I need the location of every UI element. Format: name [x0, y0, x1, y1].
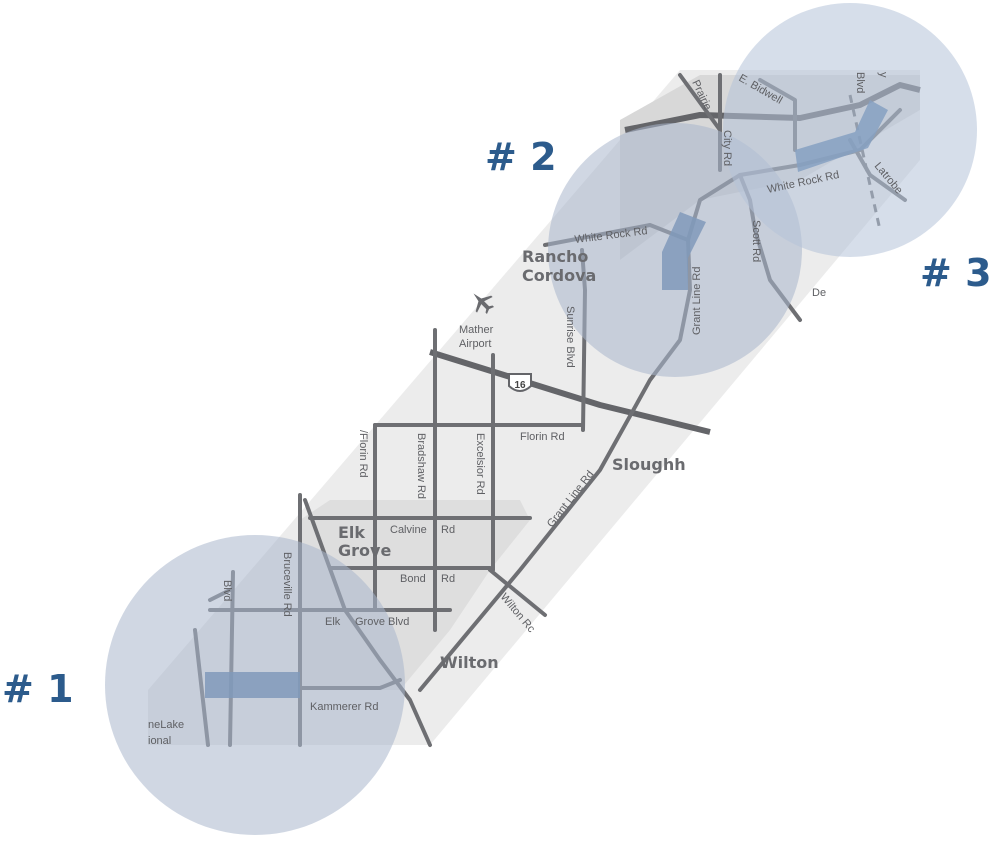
place-de: De [812, 287, 826, 299]
place-mather: Mather [459, 324, 494, 336]
label-blvd-left: Blvd [221, 580, 233, 601]
label-elk-grove-blvd: Grove Blvd [355, 616, 409, 628]
label-bruceville-rd: Bruceville Rd [281, 552, 293, 617]
study-area-circle-3[interactable] [723, 3, 977, 257]
place-airport: Airport [459, 338, 491, 350]
label-bradshaw-rd: Bradshaw Rd [415, 433, 427, 499]
label-scott-rd: Scott Rd [750, 220, 762, 262]
label-florin-rd: Florin Rd [520, 431, 565, 443]
marker-label-2: # 2 [485, 135, 557, 179]
label-blvd-top: Blvd [854, 72, 866, 93]
label-bond: Bond [400, 573, 426, 585]
label-y-top: y [877, 72, 889, 78]
marker-label-3: # 3 [920, 251, 992, 295]
label-excelsior-rd: Excelsior Rd [474, 433, 486, 495]
place-stonelake: neLake [148, 719, 184, 731]
place-grove: Grove [338, 541, 391, 560]
label-grant-line-rd: Grant Line Rd [691, 267, 703, 335]
place-cordova: Cordova [522, 266, 596, 285]
study-area-circle-1[interactable] [105, 535, 405, 835]
label-florin-rd-v: /Florin Rd [357, 430, 369, 478]
label-calvine-rd: Rd [441, 524, 455, 536]
label-calvine: Calvine [390, 524, 427, 536]
marker-label-1: # 1 [2, 667, 74, 711]
label-bond-rd: Rd [441, 573, 455, 585]
hwy-16-label: 16 [514, 380, 526, 391]
place-wilton: Wilton [440, 653, 499, 672]
place-slough: Sloughh [612, 455, 686, 474]
highway-shield-icon: 16 [508, 373, 532, 392]
label-city-rd: City Rd [721, 130, 733, 166]
airplane-icon [473, 293, 495, 315]
place-national: ional [148, 735, 171, 747]
label-elk: Elk [325, 616, 341, 628]
place-rancho: Rancho [522, 247, 588, 266]
label-kammerer-rd: Kammerer Rd [310, 701, 378, 713]
label-sunrise-blvd: Sunrise Blvd [564, 306, 576, 368]
place-elk: Elk [338, 523, 365, 542]
